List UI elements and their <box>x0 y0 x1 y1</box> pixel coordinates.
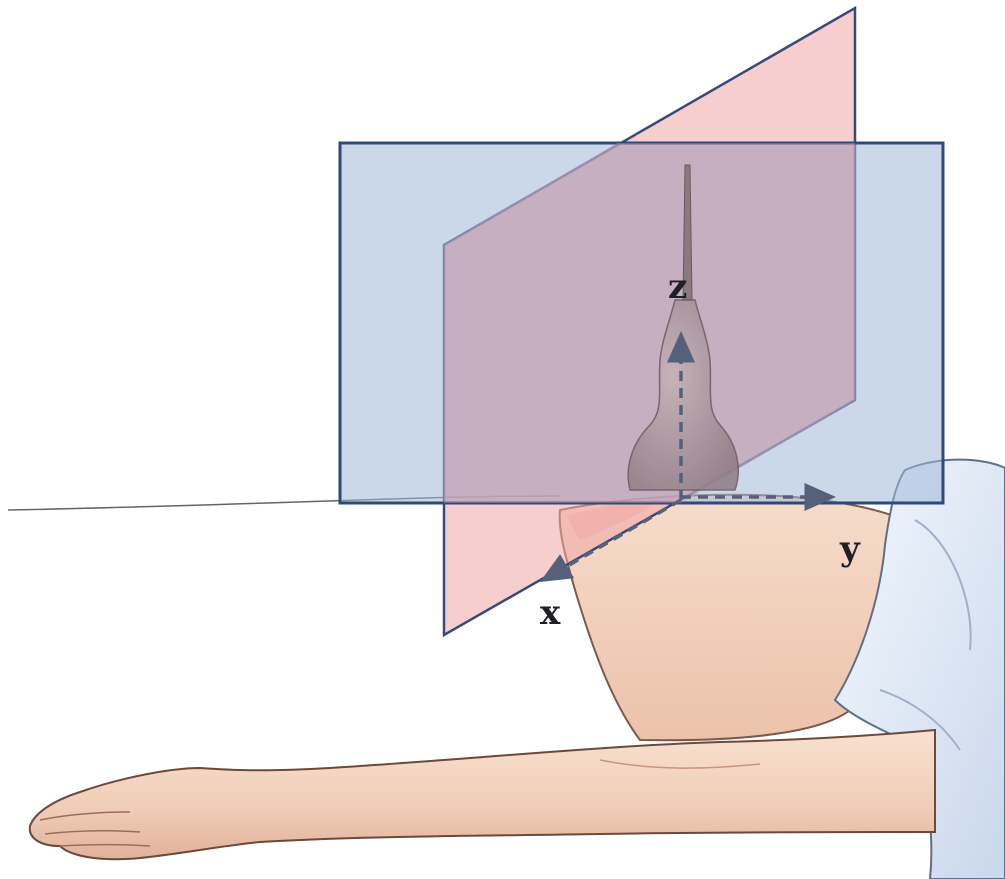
z-axis-label: z <box>668 267 687 307</box>
y-axis-label: y <box>839 529 861 569</box>
patient-arm <box>30 730 935 859</box>
x-axis-label: x <box>540 593 561 633</box>
